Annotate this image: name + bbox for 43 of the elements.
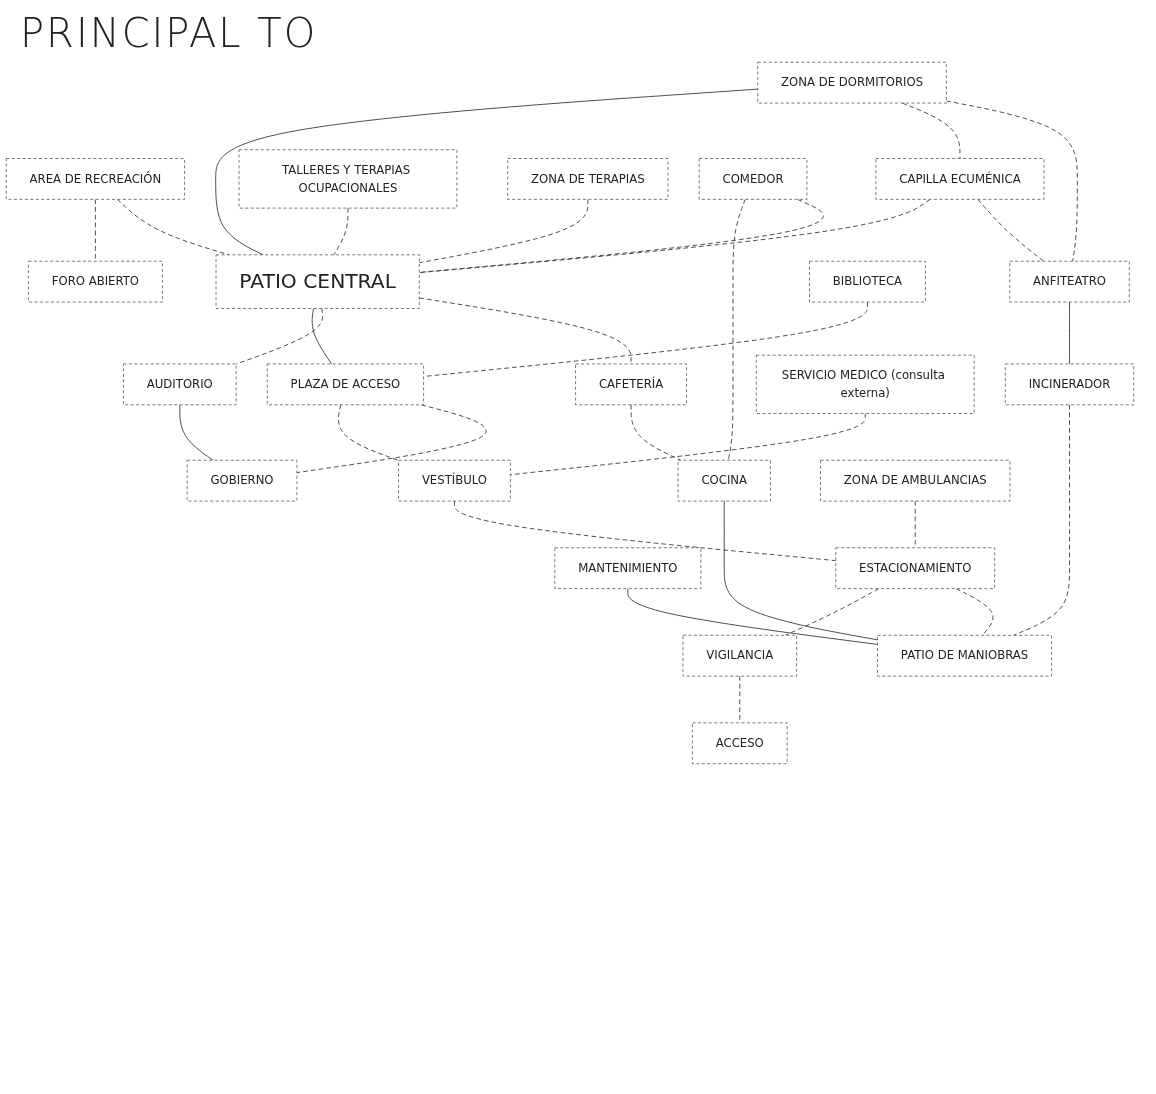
node-box: PATIO CENTRAL	[215, 254, 420, 309]
node-box: AUDITORIO	[123, 363, 237, 406]
node-box: BIBLIOTECA	[809, 260, 926, 303]
connector	[179, 404, 214, 461]
node-box: ANFITEATRO	[1009, 260, 1130, 303]
connector	[418, 198, 824, 273]
node-box: VESTÍBULO	[398, 459, 511, 502]
connector	[955, 588, 994, 636]
node-box: ZONA DE TERAPIAS	[507, 158, 669, 200]
node-box: INCINERADOR	[1004, 363, 1135, 406]
connector	[627, 588, 878, 645]
node-box: COCINA	[677, 459, 771, 502]
connector	[311, 308, 333, 365]
node-box: ESTACIONAMIENTO	[835, 547, 996, 589]
connector	[727, 198, 746, 461]
node-box: ZONA DE AMBULANCIAS	[820, 459, 1011, 502]
connector	[454, 500, 837, 562]
connector	[337, 404, 399, 461]
node-box: PATIO DE MANIOBRAS	[877, 634, 1052, 677]
node-box: VIGILANCIA	[682, 634, 797, 677]
node-box: AREA DE RECREACIÓN	[5, 158, 185, 200]
node-box: FORO ABIERTO	[28, 260, 163, 303]
connector	[215, 88, 759, 256]
connector	[723, 500, 878, 641]
connector	[630, 404, 682, 461]
connector	[94, 198, 96, 262]
node-box: ZONA DE DORMITORIOS	[757, 61, 947, 104]
node-box: TALLERES Y TERAPIAS OCUPACIONALES	[238, 149, 458, 209]
node-box: COMEDOR	[698, 158, 808, 200]
connector	[784, 588, 880, 636]
connector	[1069, 301, 1070, 365]
connector	[418, 297, 632, 365]
node-box: GOBIERNO	[186, 459, 298, 502]
diagram-title: PRINCIPAL TO	[20, 10, 319, 56]
node-box: ACCESO	[692, 722, 788, 765]
node-box: SERVICIO MEDICO (consulta externa)	[755, 354, 975, 414]
node-box: MANTENIMIENTO	[554, 547, 702, 589]
connector	[945, 100, 1078, 262]
connector	[296, 404, 487, 474]
connector	[418, 198, 931, 274]
node-box: CAPILLA ECUMÉNICA	[875, 158, 1045, 200]
node-box: CAFETERÍA	[575, 363, 687, 406]
node-box: PLAZA DE ACCESO	[266, 363, 424, 406]
